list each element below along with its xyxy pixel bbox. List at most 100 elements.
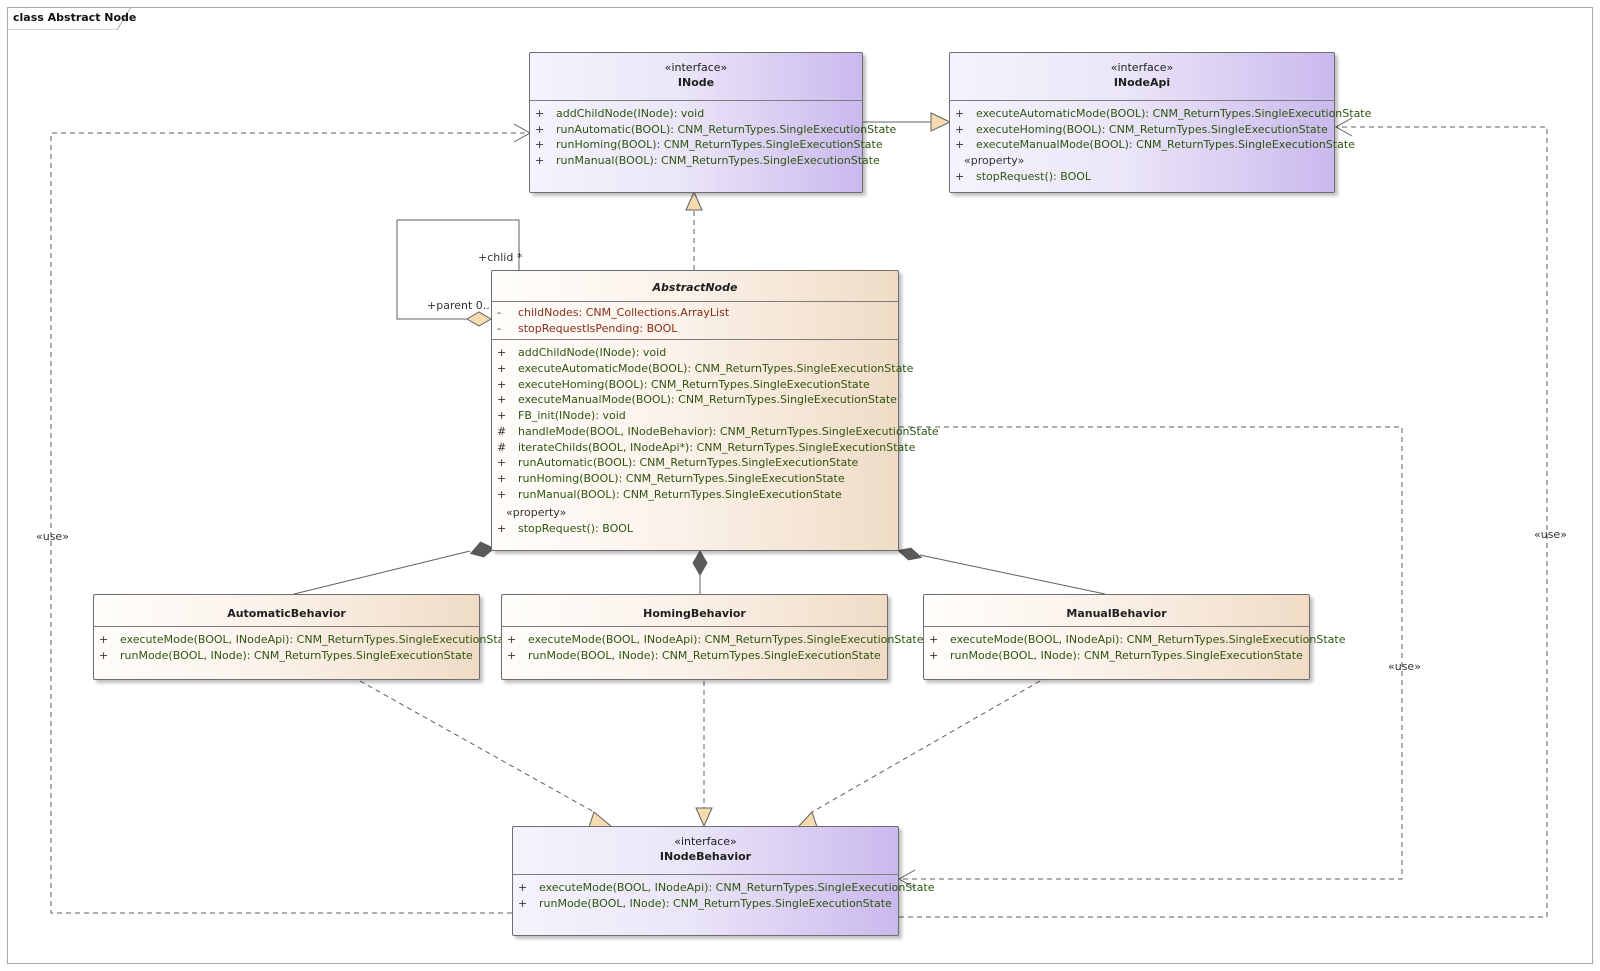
operation-row: + addChildNode(INode): void — [492, 345, 898, 361]
class-homingbehavior[interactable]: HomingBehavior +executeMode(BOOL, INodeA… — [501, 594, 923, 680]
visibility-marker: + — [497, 362, 507, 376]
automatic-to-inodebehavior-line — [359, 680, 595, 813]
visibility-marker: + — [497, 456, 507, 470]
inodeapi-generalization-head — [930, 112, 952, 132]
class-inode[interactable]: «interface» INode + addChildNode(INode): … — [529, 52, 896, 193]
operation-text: runMode(BOOL, INode): CNM_ReturnTypes.Si… — [950, 648, 1303, 662]
use-middle-label: «use» — [1388, 660, 1421, 673]
operation-row: +executeHoming(BOOL): CNM_ReturnTypes.Si… — [492, 377, 898, 393]
operation-text: runManual(BOOL): CNM_ReturnTypes.SingleE… — [556, 154, 880, 168]
attribute-text: stopRequestIsPending: BOOL — [518, 321, 678, 335]
property-row: + stopRequest(): BOOL — [492, 521, 898, 537]
operation-text: executeMode(BOOL, INodeApi): CNM_ReturnT… — [539, 881, 935, 894]
use-right-arrow — [1334, 117, 1353, 137]
visibility-marker: + — [497, 471, 507, 485]
class-abstractnode[interactable]: AbstractNode - childNodes: CNM_Collection… — [491, 270, 939, 551]
visibility-marker: + — [518, 881, 528, 894]
operation-text: executeAutomaticMode(BOOL): CNM_ReturnTy… — [518, 362, 914, 376]
operation-row: + runManual(BOOL): CNM_ReturnTypes.Single… — [530, 153, 880, 169]
operation-row: + executeMode(BOOL, INodeApi): CNM_Return… — [513, 880, 934, 896]
class-header: AbstractNode — [492, 271, 898, 301]
operation-row: + runMode(BOOL, INode): CNM_ReturnTypes.S… — [502, 648, 887, 664]
class-header: «interface» INode — [530, 53, 862, 100]
operation-row: # iterateChilds(BOOL, INodeApi*): CNM_Ret… — [492, 440, 915, 456]
operation-row: +runMode(BOOL, INode): CNM_ReturnTypes.S… — [924, 648, 1309, 664]
homing-realization-head — [695, 807, 713, 828]
attribute-text: childNodes: CNM_Collections.ArrayList — [518, 306, 730, 319]
class-inodebehavior[interactable]: «interface» INodeBehavior + executeMode(B… — [512, 826, 934, 936]
attribute-row: -stopRequestIsPending: BOOL — [492, 321, 898, 337]
visibility-marker: + — [507, 648, 517, 662]
visibility-marker: + — [507, 633, 517, 646]
operation-text: iterateChilds(BOOL, INodeApi*): CNM_Retu… — [518, 440, 916, 454]
operation-row: + runMode(BOOL, INode): CNM_ReturnTypes.S… — [513, 896, 898, 912]
operation-text: executeMode(BOOL, INodeApi): CNM_ReturnT… — [120, 633, 516, 646]
operation-text: executeHoming(BOOL): CNM_ReturnTypes.Sin… — [976, 122, 1328, 136]
operation-text: executeAutomaticMode(BOOL): CNM_ReturnTy… — [976, 107, 1372, 120]
operation-text: addChildNode(INode): void — [556, 107, 705, 120]
property-row: + stopRequest(): BOOL — [950, 169, 1334, 185]
class-name: HomingBehavior — [643, 607, 746, 620]
visibility-marker: # — [497, 424, 507, 438]
property-text: stopRequest(): BOOL — [976, 170, 1092, 184]
frame-tab — [7, 7, 131, 30]
visibility-marker: + — [535, 107, 545, 120]
visibility-marker: + — [518, 896, 528, 910]
operation-row: +runAutomatic(BOOL): CNM_ReturnTypes.Sin… — [530, 122, 896, 138]
visibility-marker: + — [955, 122, 965, 136]
operation-text: runMode(BOOL, INode): CNM_ReturnTypes.Si… — [528, 648, 881, 662]
operation-row: +executeManualMode(BOOL): CNM_ReturnType… — [950, 137, 1355, 153]
operation-row: + runAutomatic(BOOL): CNM_ReturnTypes.Sin… — [492, 455, 898, 471]
operation-text: runAutomatic(BOOL): CNM_ReturnTypes.Sing… — [518, 456, 859, 470]
visibility-marker: - — [497, 306, 501, 319]
operation-row: +executeMode(BOOL, INodeApi): CNM_Return… — [94, 632, 515, 648]
stereotype-label: «interface» — [664, 61, 728, 74]
class-header: «interface» INodeBehavior — [513, 827, 898, 874]
class-name: ManualBehavior — [1066, 607, 1167, 620]
operation-text: executeMode(BOOL, INodeApi): CNM_ReturnT… — [950, 633, 1346, 646]
visibility-marker: + — [955, 170, 965, 184]
composition-diamond-homing — [692, 550, 708, 576]
class-name: INodeBehavior — [659, 850, 752, 863]
class-automaticbehavior[interactable]: AutomaticBehavior +executeMode(BOOL, INo… — [93, 594, 515, 680]
property-text: stopRequest(): BOOL — [518, 522, 634, 536]
visibility-marker: + — [535, 138, 545, 152]
operation-text: runMode(BOOL, INode): CNM_ReturnTypes.Si… — [539, 896, 892, 910]
class-name: AbstractNode — [652, 281, 738, 294]
operation-text: runMode(BOOL, INode): CNM_ReturnTypes.Si… — [120, 648, 473, 662]
operation-text: addChildNode(INode): void — [518, 346, 667, 360]
visibility-marker: + — [497, 522, 507, 536]
visibility-marker: # — [497, 440, 507, 454]
use-right-line — [899, 126, 1548, 918]
operation-row: +FB_init(INode): void — [492, 408, 898, 424]
stereotype-label: «interface» — [674, 835, 737, 848]
operation-text: executeHoming(BOOL): CNM_ReturnTypes.Sin… — [518, 377, 870, 391]
self-parent-label: +parent 0..1 — [427, 299, 497, 312]
use-middle-arrow — [897, 869, 916, 889]
operation-row: +runHoming(BOOL): CNM_ReturnTypes.Single… — [530, 137, 883, 153]
class-header: AutomaticBehavior — [94, 595, 479, 626]
visibility-marker: + — [535, 122, 545, 136]
operations-section: +executeMode(BOOL, INodeApi): CNM_Return… — [502, 626, 923, 667]
operation-row: +executeMode(BOOL, INodeApi): CNM_Return… — [502, 632, 923, 648]
operation-text: executeManualMode(BOOL): CNM_ReturnTypes… — [976, 138, 1355, 152]
visibility-marker: + — [497, 346, 507, 360]
self-association-line — [396, 219, 520, 320]
automatic-realization-head — [588, 811, 614, 828]
visibility-marker: + — [497, 487, 507, 501]
self-child-label: +chlid * — [478, 251, 523, 264]
use-right-label: «use» — [1534, 528, 1567, 541]
inode-realization-head — [685, 190, 703, 211]
visibility-marker: + — [99, 648, 109, 662]
class-manualbehavior[interactable]: ManualBehavior +executeMode(BOOL, INodeA… — [923, 594, 1345, 680]
class-inodeapi[interactable]: «interface» INodeApi +executeAutomaticMo… — [949, 52, 1371, 193]
composition-diamond-manual — [897, 547, 923, 561]
operation-row: + executeAutomaticMode(BOOL): CNM_ReturnT… — [492, 361, 913, 377]
use-left-line — [50, 132, 530, 914]
property-stereotype-label: «property» — [964, 154, 1025, 168]
visibility-marker: + — [497, 409, 507, 423]
manual-to-inodebehavior-line — [811, 680, 1041, 813]
visibility-marker: + — [535, 154, 545, 168]
